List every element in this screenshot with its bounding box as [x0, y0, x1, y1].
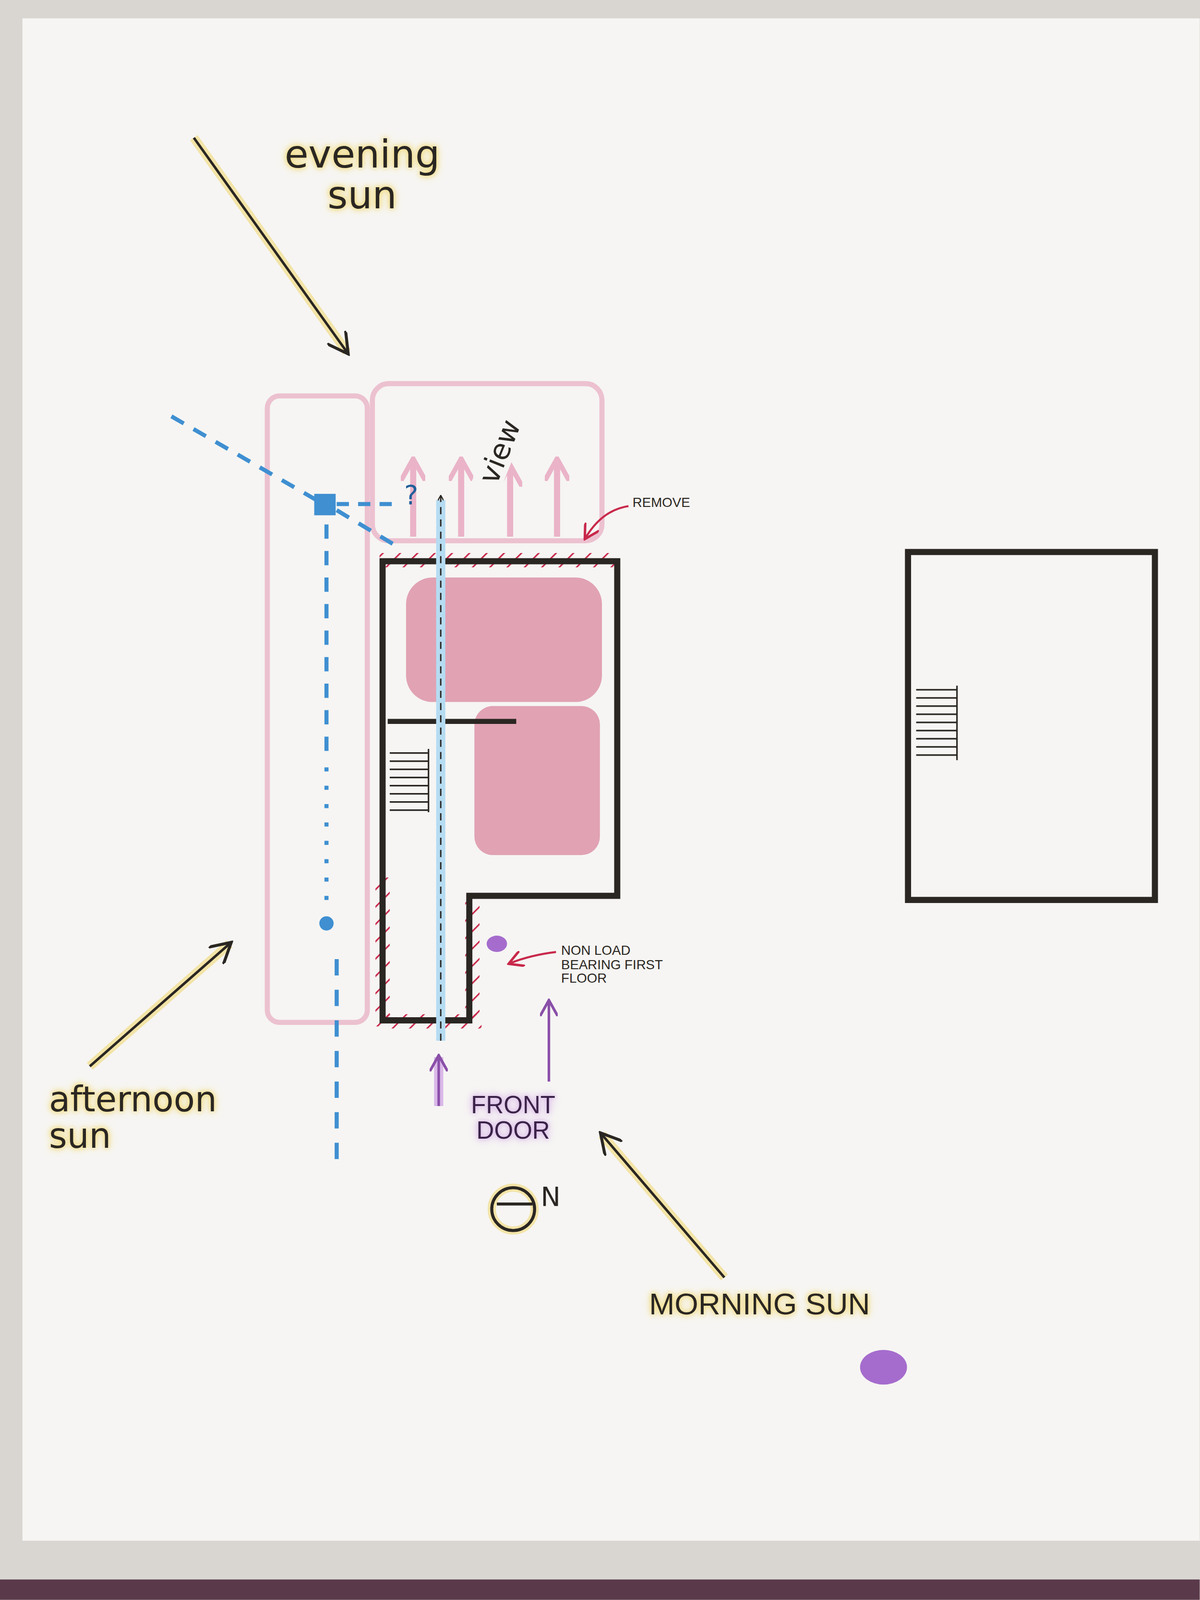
tree-symbol — [314, 493, 336, 516]
sun-highlight — [601, 1134, 725, 1278]
north-highlight — [491, 1187, 535, 1231]
note-label: REMOVE — [632, 495, 725, 510]
sun-label: evening sun — [254, 134, 469, 217]
garden-axis — [324, 524, 329, 761]
sun-arrow — [89, 943, 230, 1067]
garden-point — [319, 916, 334, 931]
north-symbol — [491, 1187, 535, 1231]
table-edge — [0, 1579, 1200, 1600]
extension-zone — [372, 383, 602, 541]
stair-symbol — [389, 748, 429, 813]
entry-arrow — [437, 1056, 440, 1106]
view-arrow — [457, 461, 465, 537]
leader-arrow — [510, 951, 557, 963]
north-symbol — [496, 1202, 533, 1206]
marker-dot — [860, 1349, 908, 1385]
living-zone — [406, 577, 602, 702]
sightline — [336, 502, 400, 507]
view-arrow — [506, 467, 514, 537]
sun-highlight — [89, 943, 230, 1067]
entry-label: FRONT DOOR — [452, 1091, 575, 1143]
garden-zone — [267, 396, 368, 1023]
view-axis — [440, 495, 442, 1041]
sightline — [171, 416, 317, 500]
view-arrow — [553, 461, 561, 537]
garden-axis — [324, 767, 329, 911]
internal-wall — [387, 718, 517, 724]
garden-axis — [334, 959, 339, 1160]
paper-sheet — [22, 18, 1200, 1541]
entry-highlight — [433, 1056, 444, 1106]
stair-symbol — [916, 685, 958, 760]
leader-arrow — [585, 505, 629, 538]
entry-arrow — [547, 1001, 551, 1082]
sun-label: afternoon sun — [48, 1081, 269, 1155]
marker-dot — [486, 935, 508, 952]
north-label: N — [540, 1183, 572, 1212]
dining-zone — [474, 706, 600, 855]
note-label: NON LOAD BEARING FIRST FLOOR — [561, 943, 692, 986]
sightline — [336, 510, 393, 544]
sun-label: MORNING SUN — [644, 1287, 875, 1320]
question-mark: ? — [397, 481, 425, 510]
sun-arrow — [601, 1134, 725, 1278]
neighbour-house — [908, 552, 1155, 900]
